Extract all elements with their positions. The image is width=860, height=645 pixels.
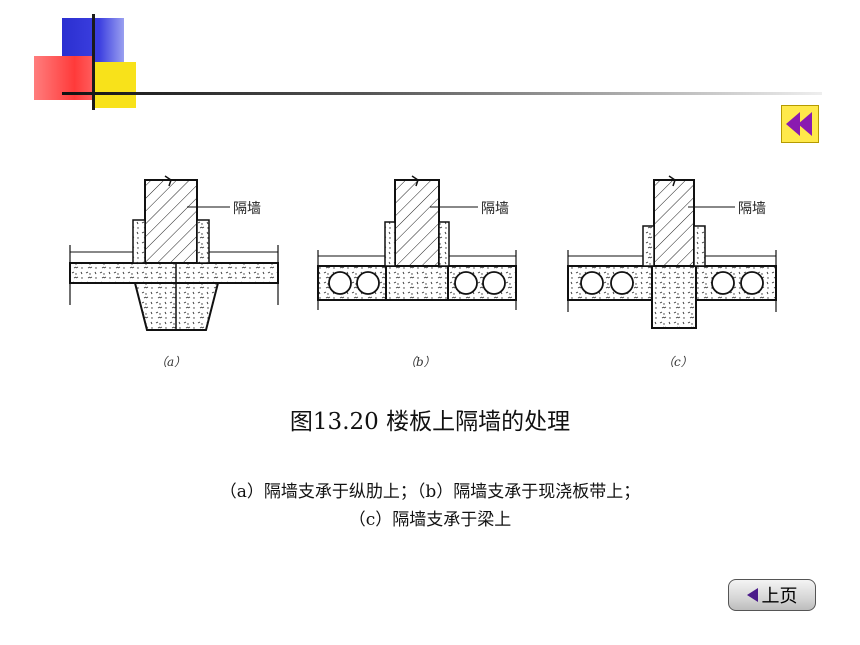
panel-label-b: （b） (404, 355, 436, 369)
wall-label-a: 隔墙 (233, 201, 261, 217)
legend-line-1: （a）隔墙支承于纵肋上；（b）隔墙支承于现浇板带上； (219, 482, 641, 502)
wall-label-b: 隔墙 (481, 201, 509, 217)
panel-b-detail (317, 175, 517, 310)
left-arrow-icon (746, 588, 758, 602)
legend-line-2: （c）隔墙支承于梁上 (348, 510, 512, 530)
wall-label-c: 隔墙 (738, 201, 766, 217)
panel-label-c: （c） (662, 355, 693, 369)
double-left-arrow-icon (786, 112, 812, 136)
prev-page-button[interactable]: 上页 (728, 579, 816, 611)
figure-caption: 图13.20 楼板上隔墙的处理 (289, 409, 571, 435)
decor-horizontal-rule (62, 92, 822, 95)
panel-label-a: （a） (155, 355, 187, 369)
decor-vertical-rule (92, 14, 95, 110)
back-button[interactable] (781, 105, 819, 143)
decor-yellow-square (92, 62, 136, 108)
prev-page-label: 上页 (761, 586, 798, 607)
